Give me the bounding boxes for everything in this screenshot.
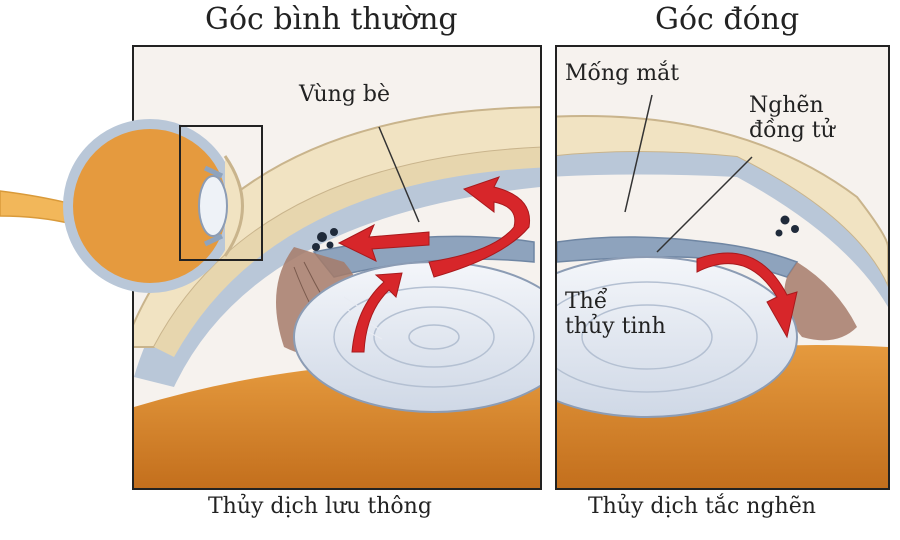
- ciliary-body-right: [784, 262, 857, 341]
- optic-nerve: [0, 190, 73, 225]
- title-normal-angle: Góc bình thường: [205, 2, 458, 37]
- trabecular-leader-line: [378, 126, 420, 223]
- normal-angle-illustration: [134, 106, 540, 488]
- caption-normal: Thủy dịch lưu thông: [208, 494, 432, 519]
- label-lens: Thể thủy tinh: [565, 289, 666, 340]
- closed-angle-illustration: [557, 94, 888, 488]
- label-iris: Mống mắt: [565, 61, 680, 86]
- iris-leader-line: [624, 94, 653, 213]
- label-pupil-block-line1: Nghẽn: [749, 93, 824, 118]
- label-lens-line1: Thể: [565, 289, 608, 314]
- flow-arrow-over-iris: [428, 176, 531, 278]
- panel-closed-angle: Mống mắt Nghẽn đồng tử Thể thủy tinh: [555, 45, 890, 490]
- pupil-block-leader-line: [656, 156, 753, 253]
- label-trabecular: Vùng bè: [299, 82, 390, 107]
- eye-inset: [0, 119, 263, 293]
- sclera: [134, 137, 540, 387]
- lens-right: [557, 256, 798, 418]
- label-pupil-block-line2: đồng tử: [749, 118, 835, 144]
- flow-arrow-left: [337, 223, 430, 262]
- title-closed-angle: Góc đóng: [655, 2, 800, 37]
- flow-arrow-up: [351, 272, 403, 353]
- label-lens-line2: thủy tinh: [565, 314, 666, 340]
- panel-normal-angle: Vùng bè: [132, 45, 542, 490]
- magnify-box: [179, 125, 263, 261]
- blocked-flow-arrow: [696, 252, 798, 339]
- label-pupil-block: Nghẽn đồng tử: [749, 93, 835, 144]
- caption-closed: Thủy dịch tắc nghẽn: [588, 494, 816, 519]
